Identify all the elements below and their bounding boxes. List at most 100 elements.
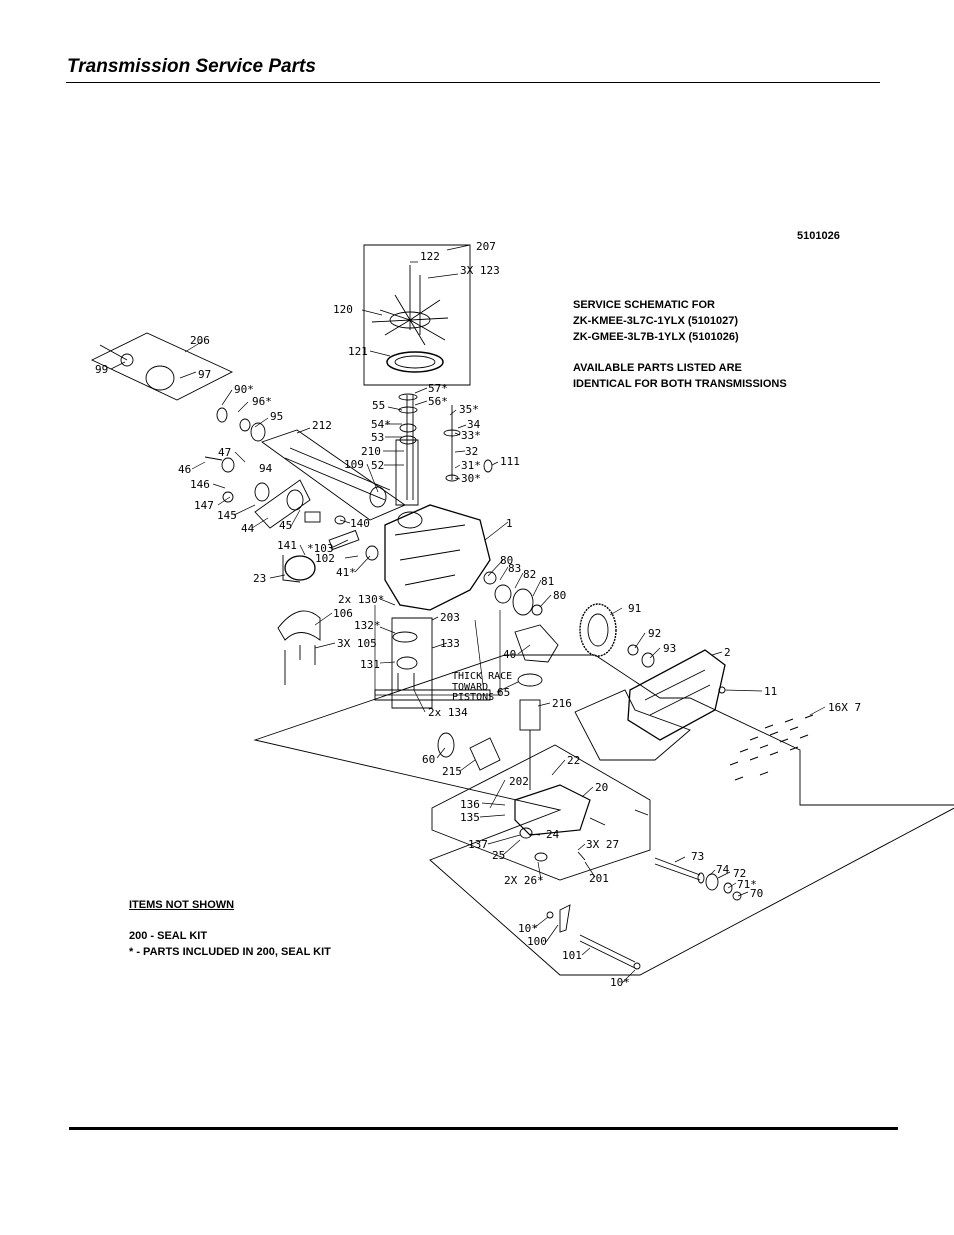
- callout-133: 133: [440, 637, 460, 650]
- pulley: [386, 351, 444, 373]
- leader-lines: [110, 244, 826, 984]
- callout-54: 54*: [371, 418, 391, 431]
- callout-210: 210: [361, 445, 381, 458]
- callout-45: 45: [279, 519, 293, 532]
- axle-212: [284, 447, 391, 501]
- callout-109: 109: [344, 458, 364, 471]
- callout-47: 47: [218, 446, 232, 459]
- callout-23: 23: [253, 572, 267, 585]
- callout-207: 207: [476, 240, 496, 253]
- schematic-title-line3: ZK-GMEE-3L7B-1YLX (5101026): [573, 331, 739, 343]
- callout-92: 92: [648, 627, 662, 640]
- shaft-73: [654, 857, 701, 881]
- schematic-note-line1: AVAILABLE PARTS LISTED ARE: [573, 362, 742, 374]
- callout-147: 147: [194, 499, 214, 512]
- center-section-40: [514, 624, 559, 663]
- callout-80b: 80: [553, 589, 567, 602]
- callout-136: 136: [460, 798, 480, 811]
- callout-57: 57*: [428, 382, 448, 395]
- callout-72: 72: [733, 867, 747, 880]
- callout-102: 102: [315, 552, 335, 565]
- callout-32: 32: [465, 445, 479, 458]
- callout-25: 25: [492, 849, 506, 862]
- callout-83: 83: [508, 562, 522, 575]
- schematic-note-line2: IDENTICAL FOR BOTH TRANSMISSIONS: [573, 378, 787, 390]
- callout-99: 99: [95, 363, 109, 376]
- callout-82: 82: [523, 568, 537, 581]
- callout-105: 3X 105: [337, 637, 377, 650]
- callout-22: 22: [567, 754, 581, 767]
- callout-216: 216: [552, 697, 572, 710]
- valve-block-20: [514, 784, 591, 836]
- page-title: Transmission Service Parts: [67, 56, 316, 77]
- callout-26: 2X 26*: [504, 874, 544, 887]
- callout-73: 73: [691, 850, 705, 863]
- callout-11: 11: [764, 685, 778, 698]
- callout-94: 94: [259, 462, 273, 475]
- callout-141: 141: [277, 539, 297, 552]
- callout-146: 146: [190, 478, 210, 491]
- footer-rule: [69, 1127, 898, 1130]
- group-box-210: [395, 439, 419, 506]
- callout-202: 202: [509, 775, 529, 788]
- brake-arm: [254, 479, 311, 529]
- callout-123: 3X 123: [460, 264, 500, 277]
- callout-10b: 10*: [610, 976, 630, 989]
- callout-103: *103: [307, 542, 334, 555]
- thick-race-line3: PISTONS: [452, 692, 495, 703]
- pump-215: [469, 737, 501, 771]
- group-box-207: [363, 244, 471, 386]
- drawing-number: 5101026: [797, 230, 840, 242]
- callout-24: 24: [546, 828, 560, 841]
- cover-2: [627, 649, 726, 741]
- callout-56: 56*: [428, 395, 448, 408]
- callout-46: 46: [178, 463, 192, 476]
- shaft-101: [579, 934, 636, 969]
- callout-121: 121: [348, 345, 368, 358]
- callout-2: 2: [724, 646, 731, 659]
- callout-70: 70: [750, 887, 764, 900]
- callout-212: 212: [312, 419, 332, 432]
- callout-201: 201: [589, 872, 609, 885]
- callout-71: 71*: [737, 878, 757, 891]
- group-box-201: [431, 744, 651, 881]
- thick-race-line2: TOWARD: [452, 682, 489, 693]
- gear-81: [512, 588, 534, 616]
- callout-95: 95: [270, 410, 284, 423]
- group-box-203: [391, 617, 433, 709]
- callout-81: 81: [541, 575, 555, 588]
- callout-122: 122: [420, 250, 440, 263]
- arm-100: [559, 904, 571, 933]
- callout-145: 145: [217, 509, 237, 522]
- callout-35: 35*: [459, 403, 479, 416]
- group-box-pistons: [374, 689, 491, 701]
- callout-203: 203: [440, 611, 460, 624]
- callout-10a: 10*: [518, 922, 538, 935]
- schematic-title-line1: SERVICE SCHEMATIC FOR: [573, 299, 715, 311]
- callout-31: 31*: [461, 459, 481, 472]
- callout-7: 16X 7: [828, 701, 862, 714]
- callout-90: 90*: [234, 383, 254, 396]
- callout-74: 74: [716, 863, 730, 876]
- items-not-shown-heading: ITEMS NOT SHOWN: [129, 899, 235, 911]
- callout-93: 93: [663, 642, 677, 655]
- bolts-7: [729, 714, 814, 781]
- header-rule: [66, 82, 880, 83]
- group-box-206: [90, 332, 234, 401]
- callout-132: 132*: [354, 619, 381, 632]
- callout-65: 65: [497, 686, 511, 699]
- callout-215: 215: [442, 765, 462, 778]
- callout-40: 40: [503, 648, 517, 661]
- callout-100: 100: [527, 935, 547, 948]
- thick-race-line1: THICK RACE: [452, 671, 513, 682]
- callout-91: 91: [628, 602, 642, 615]
- callout-97: 97: [198, 368, 212, 381]
- callout-20: 20: [595, 781, 609, 794]
- callout-101: 101: [562, 949, 582, 962]
- items-not-shown-line2: * - PARTS INCLUDED IN 200, SEAL KIT: [129, 946, 331, 958]
- seal-60: [437, 732, 455, 758]
- callout-53: 53: [371, 431, 385, 444]
- hub-206: [145, 365, 175, 391]
- callout-106: 106: [333, 607, 353, 620]
